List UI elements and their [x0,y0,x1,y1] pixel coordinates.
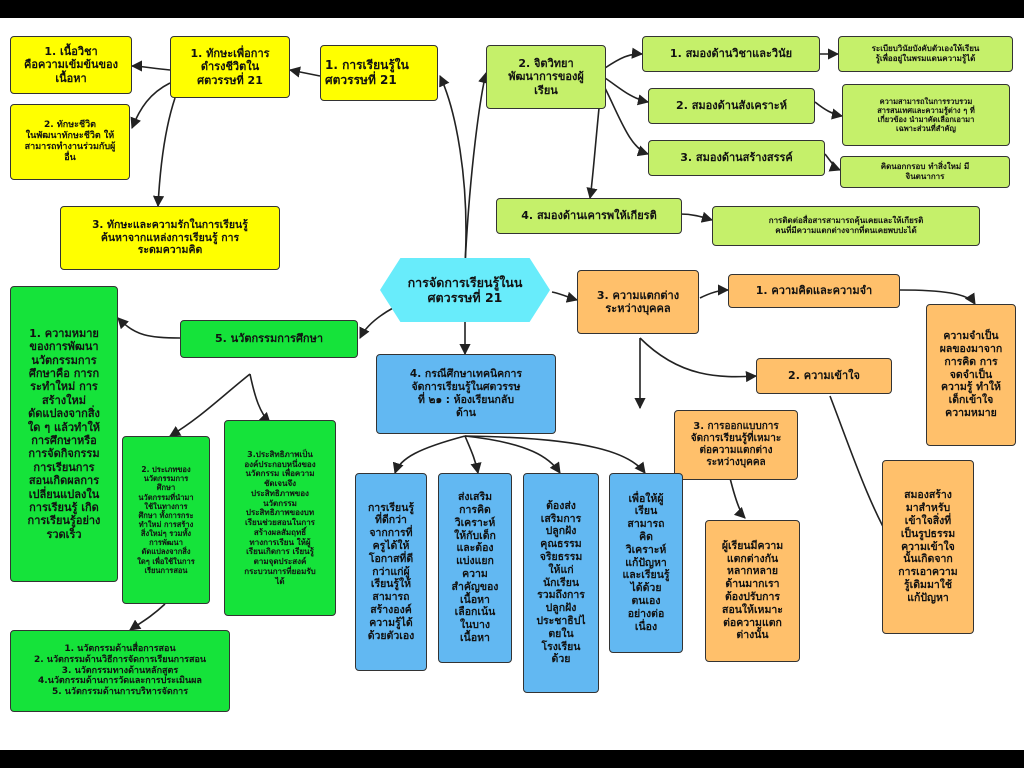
link-d2-detail [814,101,844,120]
link-innov-meaning [117,317,181,339]
link-d3-detail [824,153,842,172]
life-skills-21st-node: 1. ทักษะเพื่อการ ดำรงชีวิตใน ศตวรรษที่ 2… [170,36,290,98]
learning-love-node: 3. ทักษะและความรักในการเรียนรู้ ค้นหาจาก… [60,206,280,270]
brain-creative-node: 3. สมองด้านสร้างสรรค์ [648,140,825,176]
brain-synthesis-detail: ความสามารถในการรวบรวม สารสนเทศและความรู้… [842,84,1010,146]
link-types-list [129,603,166,631]
link-skills-love [152,97,176,208]
link-case-b2 [464,435,482,475]
link-psych-d4 [586,97,601,200]
individual-diff-node: 3. ความแตกต่าง ระหว่างบุคคล [577,270,699,334]
link-case-b4 [464,435,646,474]
understanding-node: 2. ความเข้าใจ [756,358,892,394]
center-topic: การจัดการเรียนรู้ในน ศตวรรษที่ 21 [380,258,550,322]
brain-respect-detail: การติดต่อสื่อสารสามารถคุ้นเคยและให้เกียร… [712,206,980,246]
link-innov-effect [249,373,271,424]
innovation-list-node: 1. นวัตกรรมด้านสื่อการสอน 2. นวัตกรรมด้า… [10,630,230,712]
flipped-classroom-node: 4. กรณีศึกษาเทคนิคการ จัดการเรียนรู้ในศต… [376,354,556,434]
link-psych-d2 [604,77,650,106]
innovation-efficiency-node: 3.ประสิทธิภาพเป็น องค์ประกอบหนึ่งของ นวั… [224,420,336,616]
thinking-memory-detail: ความจำเป็น ผลของมาจาก การคิด การ จดจำเป็… [926,304,1016,446]
link-learning-skills [288,66,321,78]
brain-creative-detail: คิดนอกกรอบ ทำสิ่งใหม่ มี จินตนาการ [840,156,1010,188]
link-think-detail [899,289,976,305]
link-center-psych [464,71,490,266]
link-psych-d1 [604,47,644,69]
link-center-learning [439,74,467,266]
link-center-diff [551,291,579,303]
design-diff-node: 3. การออกแบบการ จัดการเรียนรู้ที่เหมาะ ต… [674,410,798,480]
link-case-b3 [464,435,561,474]
innovation-types-node: 2. ประเภทของ นวัตกรรมการ ศึกษา นวัตกรรมท… [122,436,210,604]
psych-node: 2. จิตวิทยา พัฒนาการของผู้ เรียน [486,45,606,109]
understanding-detail: สมองสร้าง มาสำหรับ เข้าใจสิ่งที่ เป็นรูป… [882,460,974,634]
link-design-detail [729,477,746,519]
bottom-bar [0,750,1024,768]
link-d4-detail [679,211,714,223]
link-diff-think [699,284,730,299]
flipped-benefit-4: เพื่อให้ผู้ เรียน สามารถ คิด วิเคราะห์ แ… [609,473,683,653]
link-innov-types [169,373,251,437]
link-skills-content [130,60,171,72]
link-diff-understand [639,337,758,383]
link-skills-life [130,82,171,130]
flipped-benefit-3: ต้องส่ง เสริมการ ปลูกฝัง คุณธรรม จริยธรร… [523,473,599,693]
brain-discipline-detail: ระเบียบวินัยบังคับตัวเองให้เรียน รู้เพื่… [838,36,1013,72]
link-case-b1 [392,435,466,475]
flipped-benefit-2: ส่งเสริม การคิด วิเคราะห์ ให้กับเด็ก และ… [438,473,512,663]
life-skill-node: 2. ทักษะชีวิต ในพัฒนาทักษะชีวิต ให้ สามา… [10,104,130,180]
content-node: 1. เนื้อวิชา คือความเข้มข้นของ เนื้อหา [10,36,132,94]
innovation-meaning-node: 1. ความหมาย ของการพัฒนา นวัตกรรมการ ศึกษ… [10,286,118,582]
design-diff-detail: ผู้เรียนมีความ แตกต่างกัน หลากหลาย ด้านม… [705,520,800,662]
thinking-memory-node: 1. ความคิดและความจำ [728,274,900,308]
flipped-benefit-1: การเรียนรู้ ที่ดีกว่า จากการที่ ครูได้ให… [355,473,427,671]
brain-respect-node: 4. สมองด้านเคารพให้เกียรติ [496,198,682,234]
mind-map-canvas: การจัดการเรียนรู้ในน ศตวรรษที่ 21 1. การ… [0,18,1024,750]
link-center-innov [359,307,394,340]
learning-21st-node: 1. การเรียนรู้ใน ศตวรรษที่ 21 [320,45,438,101]
edu-innovation-node: 5. นวัตกรรมการศึกษา [180,320,358,358]
link-psych-d3 [604,87,650,157]
brain-discipline-node: 1. สมองด้านวิชาและวินัย [642,36,820,72]
brain-synthesis-node: 2. สมองด้านสังเคราะห์ [648,88,815,124]
